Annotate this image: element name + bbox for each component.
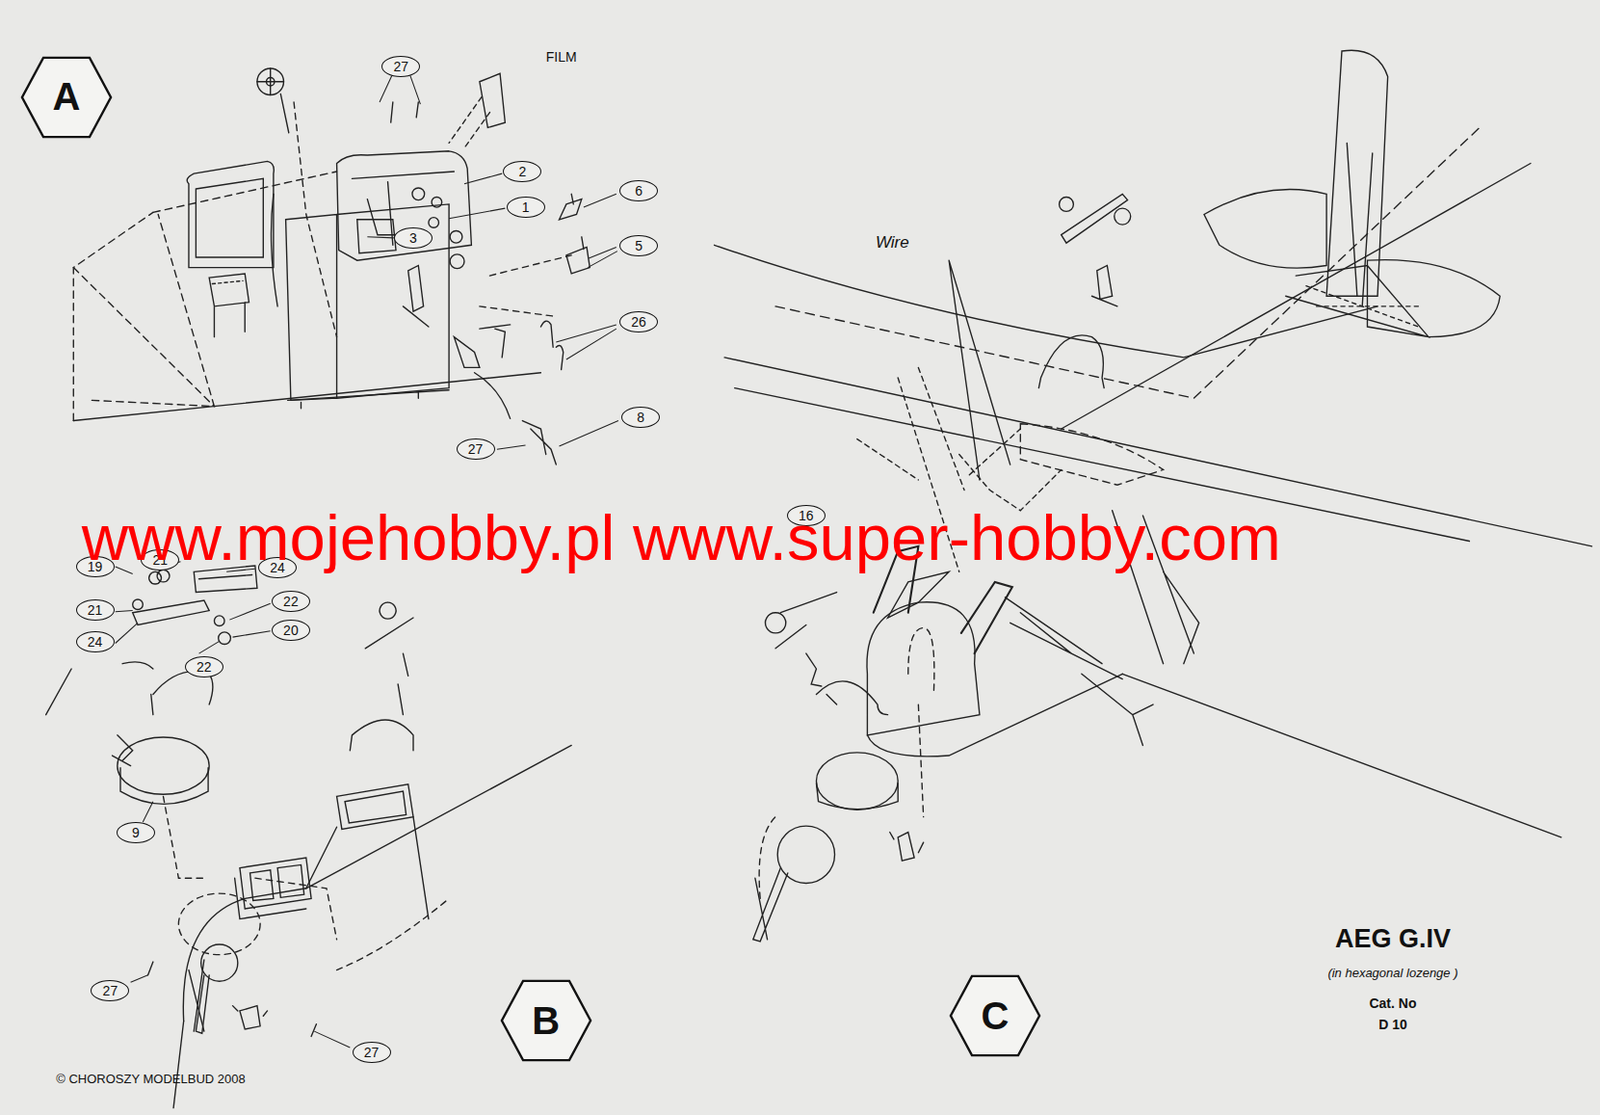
callout-oval: 9 [116, 821, 156, 843]
kit-title: AEG G.IV [1335, 923, 1451, 954]
callout-number: 3 [409, 230, 418, 246]
callout-number: 6 [634, 183, 643, 199]
note-label: © CHOROSZY MODELBUD 2008 [55, 1071, 245, 1086]
step-hexagon: B [499, 978, 593, 1062]
callout-oval: 22 [184, 655, 224, 678]
callout-oval: 6 [619, 180, 658, 202]
callout-number: 22 [283, 593, 299, 609]
watermark: www.mojehobby.pl www.super-hobby.com [81, 499, 1282, 575]
callout-oval: 22 [271, 590, 311, 612]
callout-oval: 20 [271, 619, 311, 641]
callout-number: 9 [131, 824, 140, 840]
note-label: (in hexagonal lozenge ) [1327, 965, 1458, 980]
note-label: FILM [546, 49, 578, 65]
step-hexagon: C [948, 973, 1042, 1057]
callout-oval: 27 [381, 55, 420, 78]
step-letter: B [531, 998, 560, 1043]
callout-number: 26 [630, 314, 647, 330]
callout-number: 20 [283, 622, 299, 638]
callout-oval: 3 [393, 227, 433, 249]
callout-number: 5 [634, 237, 643, 254]
callout-number: 27 [103, 982, 119, 998]
callout-oval: 2 [502, 160, 542, 183]
callout-number: 24 [87, 633, 104, 650]
callout-number: 2 [518, 163, 526, 180]
callout-number: 22 [196, 658, 212, 675]
note-label: Wire [875, 233, 910, 253]
callout-oval: 27 [456, 438, 496, 460]
callout-oval: 21 [76, 599, 115, 621]
callout-number: 27 [468, 441, 484, 457]
step-letter: A [52, 75, 80, 119]
callout-oval: 1 [506, 196, 546, 218]
callout-oval: 27 [90, 979, 130, 1001]
callout-oval: 24 [76, 630, 115, 653]
callout-number: 27 [364, 1044, 380, 1060]
callout-number: 21 [87, 602, 104, 618]
note-label: Cat. No [1368, 995, 1417, 1011]
step-letter: C [980, 994, 1009, 1038]
callout-oval: 26 [619, 311, 658, 333]
callout-number: 8 [636, 409, 645, 425]
hexagon-shape [22, 57, 111, 137]
step-hexagon: A [20, 55, 113, 139]
callout-oval: 5 [619, 235, 658, 257]
callout-oval: 27 [352, 1041, 392, 1063]
note-label: D 10 [1378, 1016, 1408, 1032]
callout-number: 27 [393, 58, 410, 75]
callout-number: 1 [522, 199, 530, 215]
hexagon-shape [501, 980, 591, 1060]
callout-oval: 8 [621, 406, 660, 428]
hexagon-shape [950, 975, 1040, 1055]
